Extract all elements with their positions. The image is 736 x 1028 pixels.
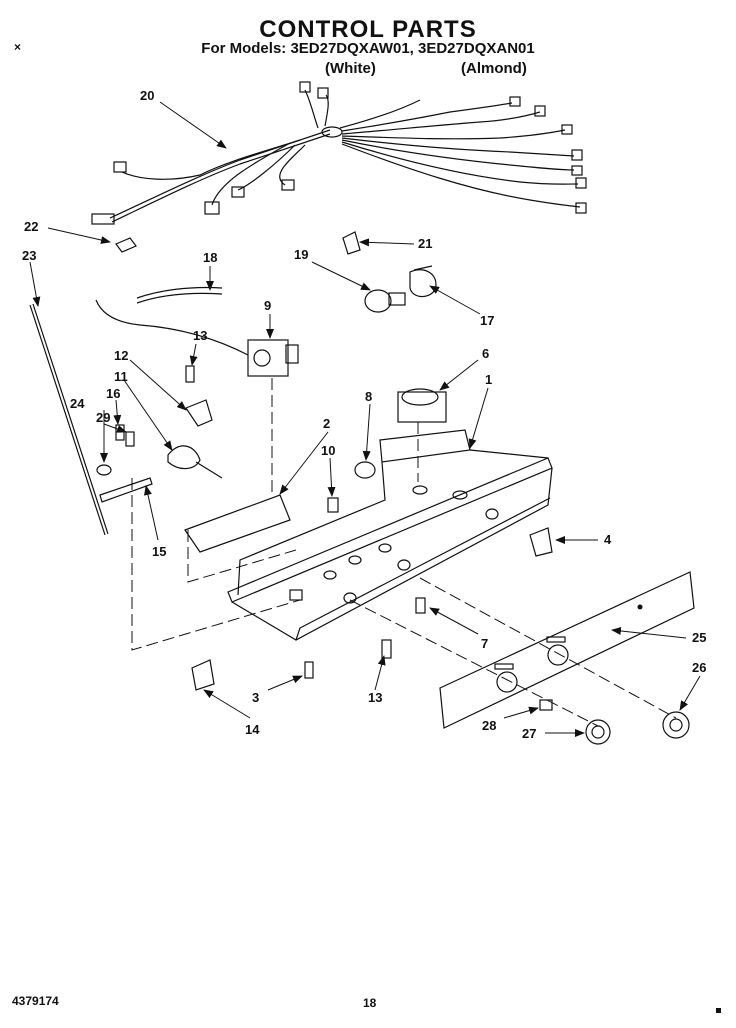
model-numbers: For Models: 3ED27DQXAW01, 3ED27DQXAN01 <box>201 40 535 57</box>
page-title: CONTROL PARTS <box>259 16 477 43</box>
callout-26: 26 <box>692 660 706 675</box>
screw-10 <box>327 497 339 513</box>
callout-13-top: 13 <box>193 328 207 343</box>
callout-7: 7 <box>481 636 488 651</box>
callout-17: 17 <box>480 313 494 328</box>
callout-28: 28 <box>482 718 496 733</box>
thermostat-9 <box>247 339 299 377</box>
variant-white: (White) <box>325 60 376 77</box>
callout-22: 22 <box>24 219 38 234</box>
callout-8: 8 <box>365 389 372 404</box>
assembly-lines <box>131 378 677 727</box>
screw-3 <box>304 661 314 679</box>
knob-shaft-11 <box>167 445 223 479</box>
callout-2: 2 <box>323 416 330 431</box>
screw-13-top <box>185 365 195 383</box>
clip-part-22 <box>115 237 137 253</box>
clip-4 <box>529 527 553 557</box>
callout-14: 14 <box>245 722 260 737</box>
socket-part-21 <box>342 231 361 255</box>
callout-23: 23 <box>22 248 36 263</box>
tube-18 <box>136 286 223 304</box>
bracket-12 <box>185 399 213 427</box>
callout-3: 3 <box>252 690 259 705</box>
callout-6: 6 <box>482 346 489 361</box>
bracket-14 <box>191 659 215 691</box>
light-bulb-19 <box>364 289 406 313</box>
document-number: 4379174 <box>12 994 59 1008</box>
callout-10: 10 <box>321 443 335 458</box>
screw-7 <box>415 597 426 614</box>
callout-29: 29 <box>96 410 110 425</box>
callout-18: 18 <box>203 250 217 265</box>
washer-24 <box>96 464 112 476</box>
timer-6 <box>397 388 447 423</box>
control-housing-1 <box>227 429 553 641</box>
screw-13-bottom <box>381 639 392 659</box>
callout-16: 16 <box>106 386 120 401</box>
knob-26 <box>662 711 690 739</box>
callout-25: 25 <box>692 630 706 645</box>
capillary-tube <box>95 299 249 356</box>
callout-19: 19 <box>294 247 308 262</box>
control-panel-25 <box>439 571 695 729</box>
page-number: 18 <box>363 996 377 1010</box>
variant-almond: (Almond) <box>461 60 527 77</box>
screw-16 <box>115 424 125 441</box>
callout-24: 24 <box>70 396 85 411</box>
callout-21: 21 <box>418 236 432 251</box>
leader-arrows <box>29 101 701 737</box>
callout-labels: 20 22 21 19 18 17 23 9 13 12 11 6 16 1 2… <box>22 88 706 741</box>
rod-23 <box>29 303 109 536</box>
corner-dot <box>716 1008 721 1013</box>
callout-13-bottom: 13 <box>368 690 382 705</box>
callout-9: 9 <box>264 298 271 313</box>
light-socket-17 <box>409 265 437 298</box>
knob-27 <box>585 719 611 745</box>
wiring-harness <box>91 81 587 225</box>
callout-1: 1 <box>485 372 492 387</box>
washer-29 <box>125 431 135 447</box>
clip-28 <box>539 699 553 711</box>
corner-mark: × <box>14 40 22 54</box>
callout-12: 12 <box>114 348 128 363</box>
callout-20: 20 <box>140 88 154 103</box>
callout-27: 27 <box>522 726 536 741</box>
grommet-8 <box>354 461 376 479</box>
lever-15 <box>99 477 153 503</box>
callout-15: 15 <box>152 544 166 559</box>
callout-4: 4 <box>604 532 612 547</box>
callout-11: 11 <box>114 369 128 384</box>
bracket-2 <box>184 494 291 553</box>
